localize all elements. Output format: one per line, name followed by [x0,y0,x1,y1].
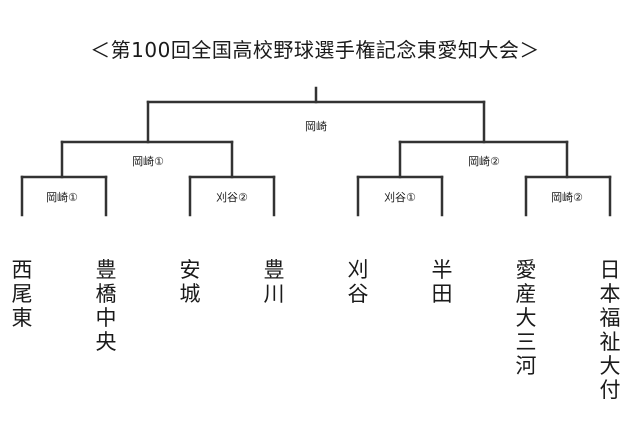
team-name-5: 刈谷 [347,258,369,306]
tournament-title: ＜第100回全国高校野球選手権記念東愛知大会＞ [90,38,540,62]
team-name-7: 愛産大三河 [515,258,537,378]
first-round-winner-label-2: 刈谷② [216,191,248,204]
team-name-3: 安城 [179,258,201,306]
semifinal-winner-label-left: 岡崎① [132,155,164,168]
team-name-8: 日本福祉大付 [599,258,621,402]
team-name-2: 豊橋中央 [95,258,117,354]
team-name-1: 西尾東 [11,258,33,330]
final-winner-label: 岡崎 [305,120,327,133]
first-round-winner-label-1: 岡崎① [46,191,78,204]
first-round-winner-label-4: 岡崎② [551,191,583,204]
bracket-lines [20,86,612,217]
team-name-4: 豊川 [263,258,285,306]
first-round-winner-label-3: 刈谷① [384,191,416,204]
semifinal-winner-label-right: 岡崎② [468,155,500,168]
team-name-6: 半田 [431,258,453,306]
